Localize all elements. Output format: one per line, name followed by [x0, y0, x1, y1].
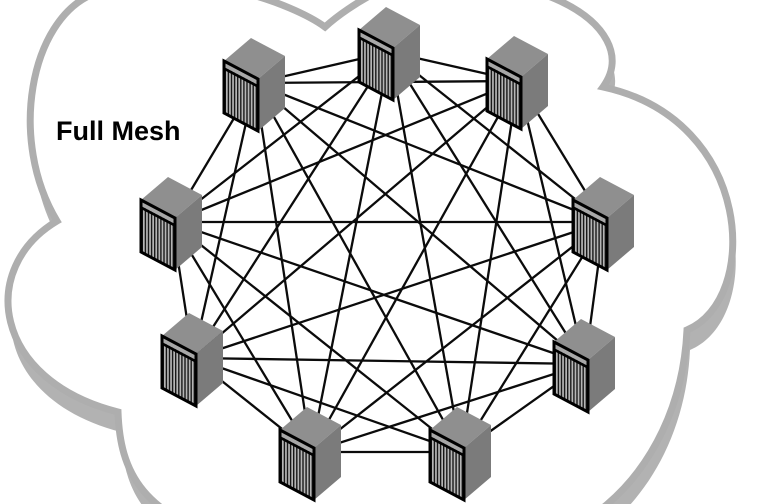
- mesh-link-top-left-bottom-right: [253, 82, 463, 453]
- mesh-link-bottom-right-left-lower: [192, 356, 462, 454]
- mesh-link-top-right-bottom-right: [459, 80, 520, 453]
- mesh-link-top-right-bottom-left: [309, 80, 520, 453]
- mesh-link-top-right-left-lower: [192, 80, 519, 359]
- mesh-link-right-upper-left-lower: [192, 220, 605, 360]
- mesh-link-top-center-bottom-right: [388, 51, 463, 453]
- diagram-label: Full Mesh: [56, 116, 181, 146]
- mesh-link-top-center-bottom-left: [309, 51, 392, 453]
- mesh-link-right-lower-bottom-left: [310, 362, 586, 454]
- mesh-link-right-upper-bottom-right: [460, 221, 605, 453]
- mesh-link-top-right-left-upper: [171, 79, 519, 224]
- mesh-link-right-upper-bottom-left: [310, 221, 605, 453]
- mesh-link-right-lower-left-lower: [192, 356, 586, 366]
- mesh-link-right-lower-left-upper: [171, 220, 586, 366]
- mesh-link-top-left-left-lower: [191, 82, 257, 359]
- mesh-link-top-center-left-lower: [192, 51, 391, 359]
- mesh-link-top-center-right-upper: [389, 51, 605, 223]
- mesh-link-bottom-left-left-upper: [171, 221, 312, 453]
- mesh-link-top-left-bottom-left: [253, 82, 313, 453]
- mesh-link-top-center-right-lower: [389, 51, 586, 365]
- mesh-link-bottom-right-left-upper: [171, 221, 462, 453]
- mesh-link-top-center-left-upper: [171, 51, 391, 223]
